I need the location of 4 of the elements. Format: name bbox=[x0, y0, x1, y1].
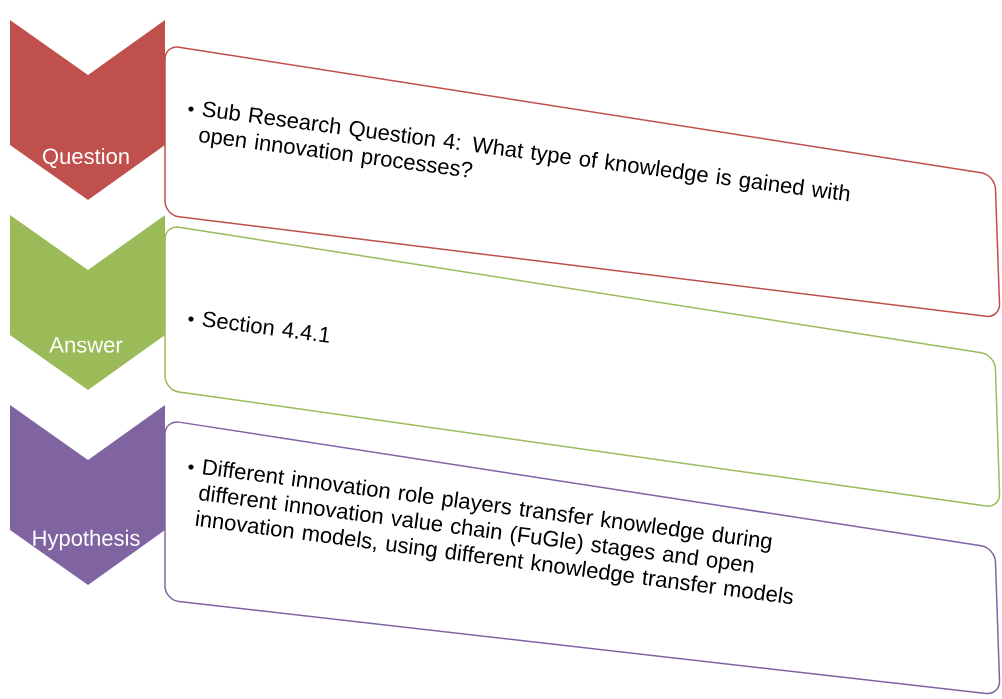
heading-tab: Hypothesis bbox=[10, 405, 165, 585]
text-box: Different innovation role players transfer knowledge during different innovation value chain (FuGle) stages and open innovation models, using different knowledge transfer models bbox=[164, 421, 1001, 695]
heading-tab: Answer bbox=[10, 215, 165, 390]
heading-tab: Question bbox=[10, 20, 165, 200]
